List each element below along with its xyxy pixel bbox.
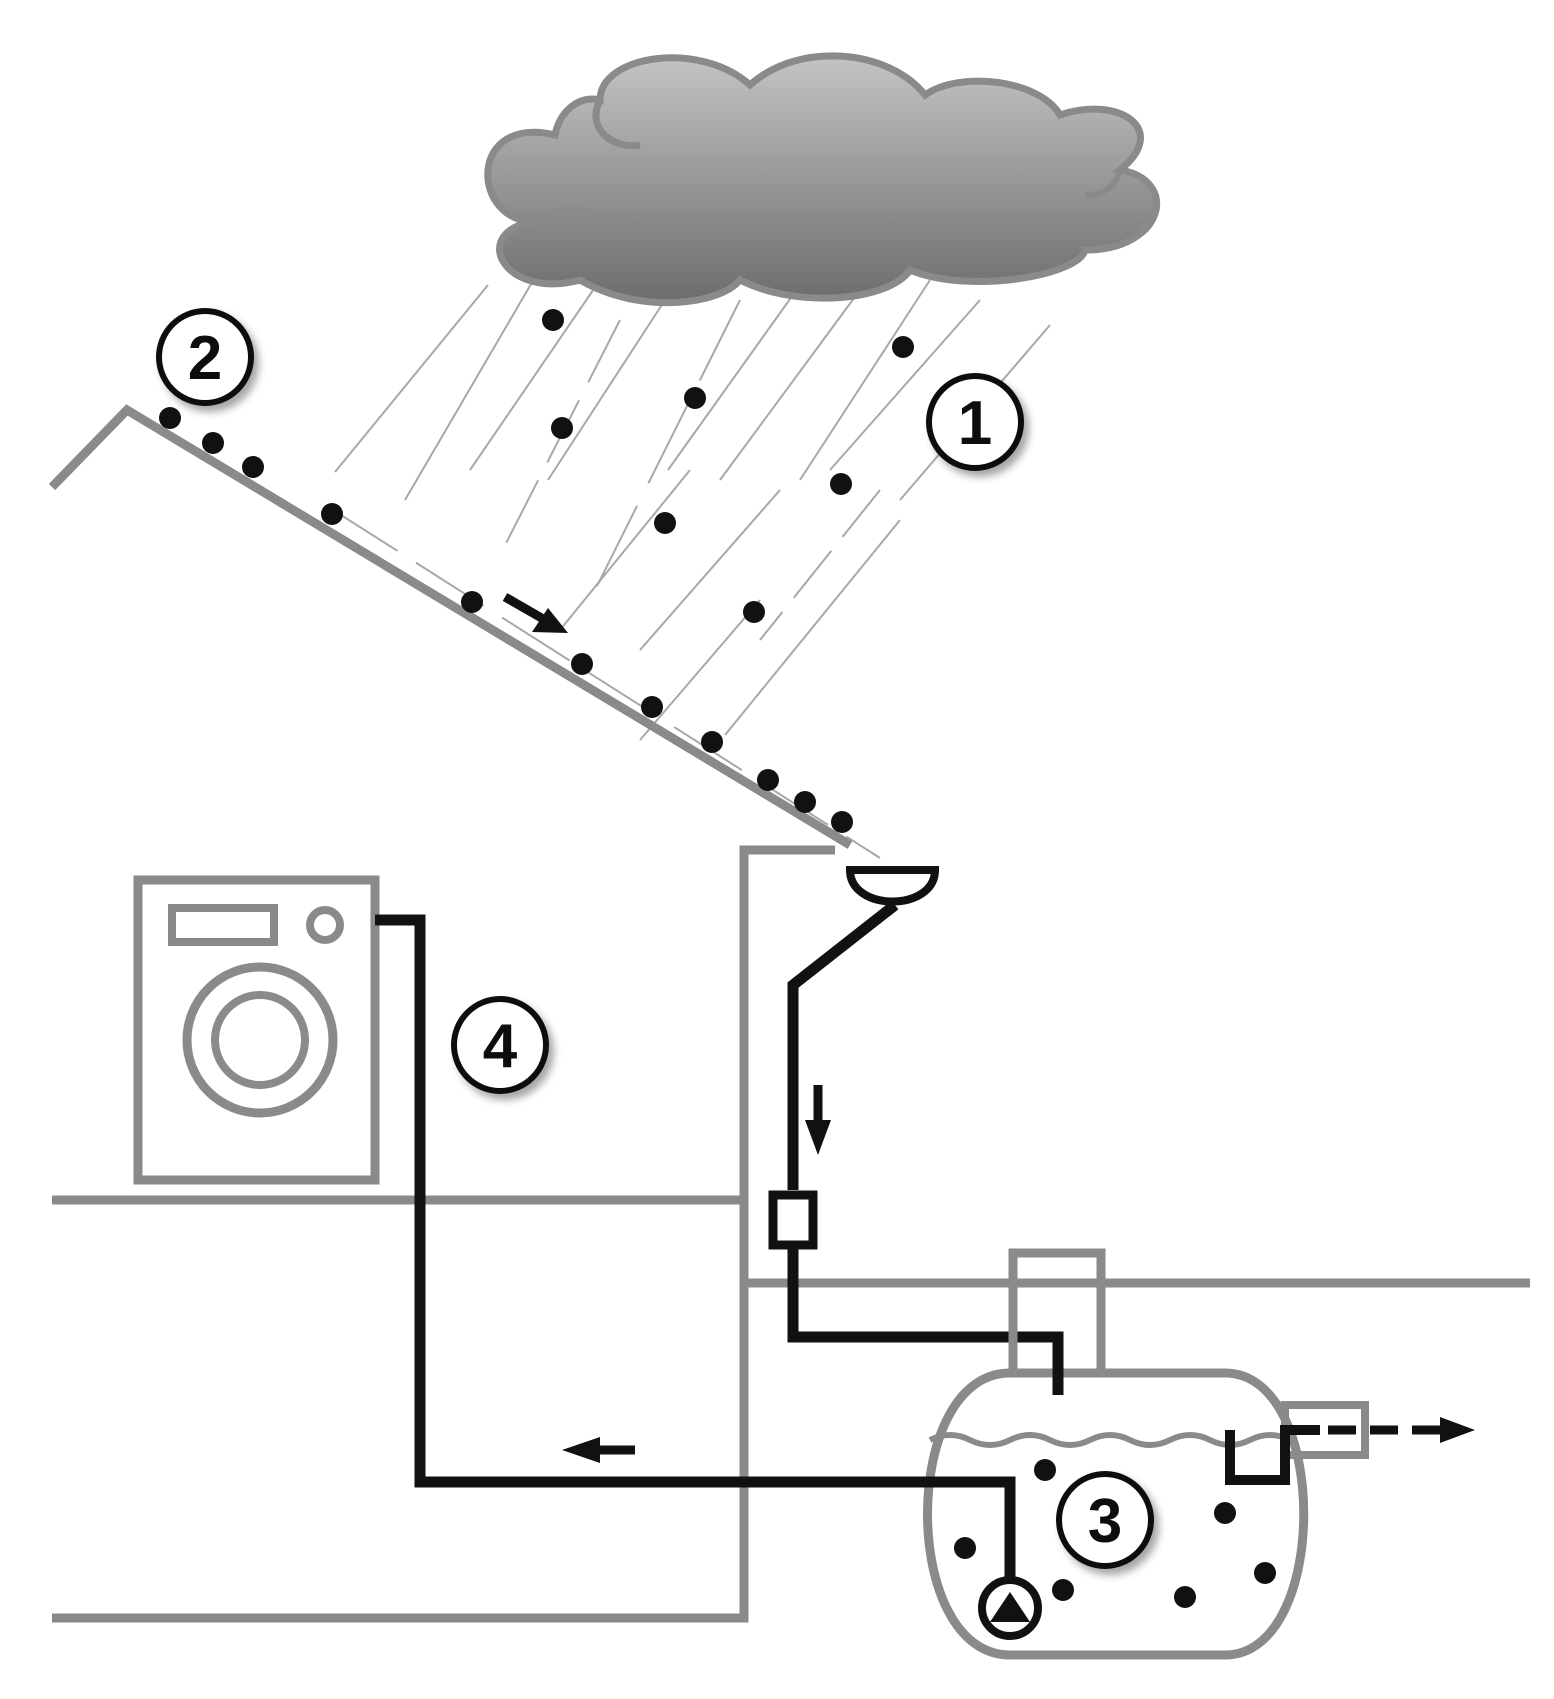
house-wall [52,845,835,1623]
marker-2: 2 [156,308,254,406]
roof-water-film [329,507,881,859]
marker-3: 3 [1056,1471,1154,1569]
supply-pipe [375,914,1016,1590]
cloud-inner-curl-2 [1084,169,1123,198]
filter-icon [768,1190,818,1250]
marker-1: 1 [926,373,1024,471]
cloud-inner-curl [592,98,641,150]
cloud-inner-curl-3 [528,207,591,225]
rain-drops [542,309,914,623]
rain-streaks [334,254,1051,741]
marker-label: 1 [958,389,992,458]
marker-4: 4 [451,996,549,1094]
roof-drops [159,407,853,833]
gutter-icon [845,866,940,906]
marker-label: 3 [1088,1487,1122,1556]
marker-label: 4 [483,1012,518,1081]
marker-label: 2 [188,324,222,393]
rain-cloud-icon [484,52,1161,307]
roof [48,404,853,849]
downpipe-flow-arrow [805,1085,831,1155]
pump-icon [978,1576,1042,1640]
downpipe [787,900,899,1190]
washing-machine-icon [133,875,380,1185]
supply-flow-arrow [562,1437,635,1463]
overflow-pipe [1225,1425,1320,1485]
roof-flow-arrow [502,593,568,633]
overflow-flow-arrow [1328,1417,1475,1443]
tank-particles [954,1459,1276,1608]
